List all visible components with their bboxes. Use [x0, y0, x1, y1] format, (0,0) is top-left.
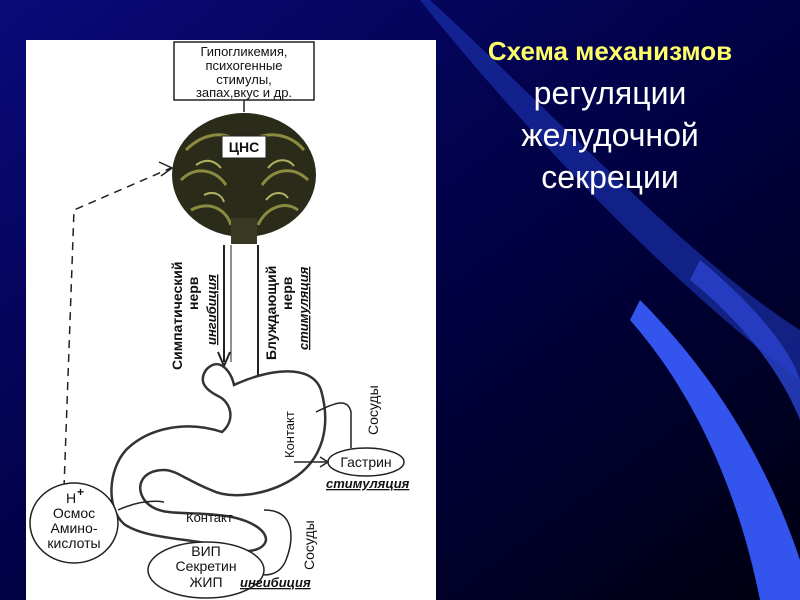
intestine-factors-oval: [29, 482, 119, 564]
brain-icon: [172, 113, 316, 244]
hormones-oval: [147, 541, 265, 599]
gastrin-label: Гастрин: [340, 454, 391, 470]
vagus-effect-label: стимуляция: [296, 266, 311, 350]
contact-intestine-label: Контакт: [186, 510, 233, 525]
factor-amino: Амино-: [51, 520, 98, 536]
hormone-gip: ЖИП: [189, 574, 222, 590]
stomach-intestine-outline: [110, 363, 327, 553]
factor-acids: кислоты: [47, 535, 100, 551]
factor-h-plus: +: [77, 485, 84, 499]
slide-title: Схема механизмов регуляции желудочной се…: [440, 30, 780, 198]
hormones-effect-label: ингибиция: [240, 575, 311, 590]
gastrin-oval: [327, 447, 405, 477]
stimuli-line-4: запах,вкус и др.: [196, 85, 292, 100]
stimuli-line-2: психогенные: [205, 58, 282, 73]
gastrin-effect-label: стимуляция: [326, 476, 410, 491]
sympathetic-label-2: нерв: [185, 276, 201, 310]
stimuli-line-3: стимулы,: [216, 72, 272, 87]
vessels-bottom-label: Сосуды: [301, 520, 317, 570]
hormone-vip: ВИП: [191, 543, 220, 559]
vessels-top-label: Сосуды: [365, 385, 381, 435]
title-line-2: регуляции: [533, 75, 687, 111]
cns-label: ЦНС: [229, 139, 259, 155]
vagus-label-2: нерв: [279, 276, 295, 310]
sympathetic-label-1: Симпатический: [169, 261, 185, 370]
vessels-top-line: [315, 402, 352, 448]
gastric-secretion-diagram: Гипогликемия, психогенные стимулы, запах…: [26, 40, 436, 600]
hormone-secretin: Секретин: [175, 558, 236, 574]
title-line-3: желудочной: [521, 117, 699, 153]
title-line-4: секреции: [541, 159, 679, 195]
factor-osmos: Осмос: [53, 505, 95, 521]
contact-stomach-label: Контакт: [282, 411, 297, 458]
cns-box: [221, 135, 267, 159]
feedback-arrow-icon: [158, 161, 174, 177]
vessels-bottom-line: [250, 509, 292, 576]
stimuli-line-1: Гипогликемия,: [200, 44, 287, 59]
vagus-label-1: Блуждающий: [263, 266, 279, 360]
title-line-1: Схема механизмов: [487, 36, 733, 66]
factor-h: Н: [66, 490, 76, 506]
sympathetic-effect-label: ингибиция: [204, 274, 219, 345]
